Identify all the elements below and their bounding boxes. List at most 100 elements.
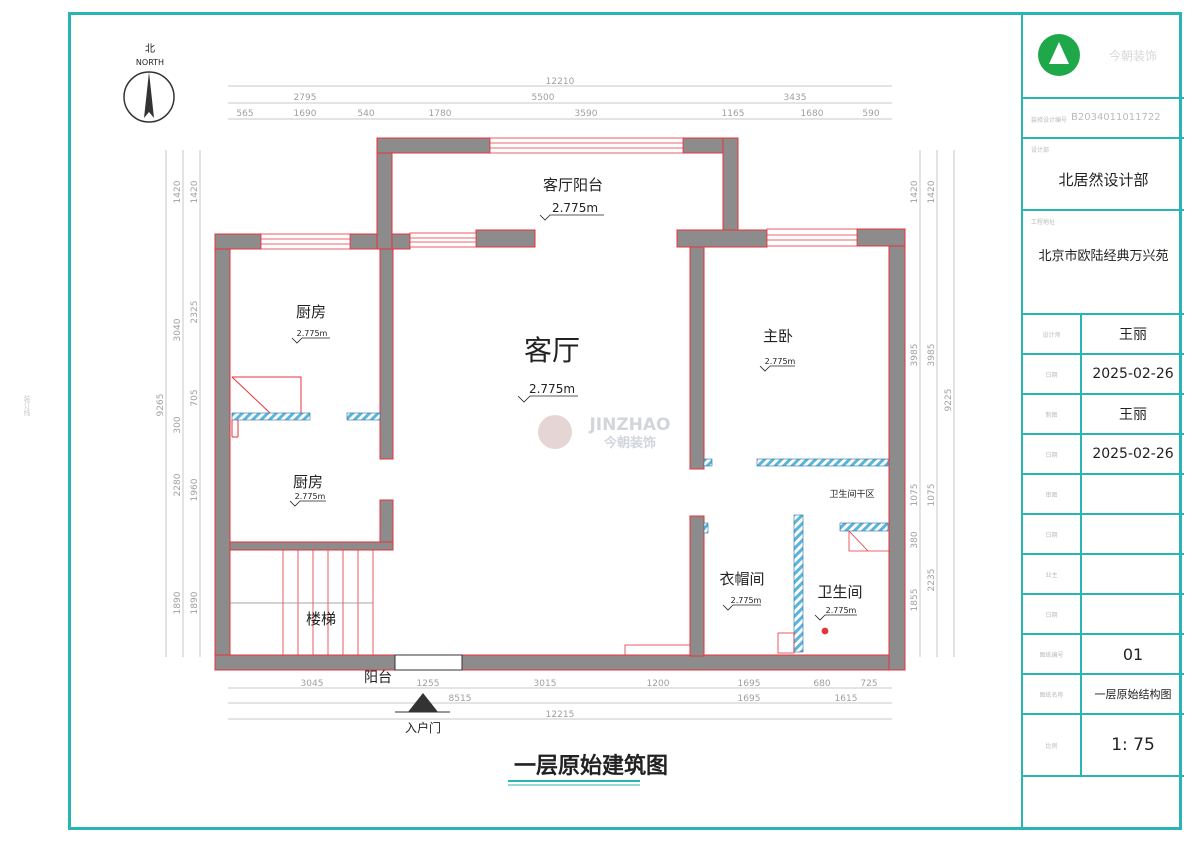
kitchen-counter [231, 376, 302, 438]
dim-left-m3: 705 [190, 389, 200, 406]
tb-row-label: 日期 [1023, 595, 1082, 633]
dim-top-total: 12210 [546, 77, 575, 87]
dimension-lines [165, 85, 955, 720]
dim-left-i3: 300 [173, 416, 183, 433]
elev-kitchen-upper: 2.775m [297, 329, 328, 338]
watermark-en: JINZHAO [588, 415, 670, 435]
dim-top-d6: 1165 [722, 109, 745, 119]
dim-right-m3: 1075 [927, 484, 937, 507]
stairs-lines [230, 550, 374, 655]
tb-row-label: 日期 [1023, 435, 1082, 473]
room-labels: 客厅阳台 厨房 厨房 客厅 主卧 楼梯 阳台 卫生间干区 衣帽间 卫生间 [293, 176, 875, 686]
drawing-frame [68, 12, 1182, 830]
tb-row-label: 日期 [1023, 515, 1082, 553]
tb-row-value: 王丽 [1119, 327, 1147, 343]
dim-bot-d2: 1255 [417, 679, 440, 689]
walls [214, 137, 906, 671]
dim-right-m1: 1420 [927, 180, 937, 203]
elevation-marks: 2.775m 2.775m 2.775m 2.775m 2.775m 2.775… [289, 201, 857, 621]
dim-left-m5: 1890 [190, 591, 200, 614]
tb-row-label: 日期 [1023, 355, 1082, 393]
room-balcony: 阳台 [364, 670, 392, 686]
top-dimensions: 12210 2795 5500 3435 565 1690 540 1780 3… [236, 77, 879, 119]
dim-bot-d3: 3015 [534, 679, 557, 689]
dim-bot-d7: 725 [860, 679, 877, 689]
dim-bot-d5: 1695 [738, 679, 761, 689]
elev-master: 2.775m [765, 357, 796, 366]
elev-bathroom: 2.775m [826, 606, 857, 615]
dim-bot-mid-1: 8515 [449, 694, 472, 704]
tb-row-value: 2025-02-26 [1092, 446, 1174, 462]
dim-top-d3: 540 [357, 109, 374, 119]
tb-row-value [1082, 475, 1184, 513]
dim-left-i2: 3040 [173, 318, 183, 341]
dim-bot-d1: 3045 [301, 679, 324, 689]
watermark-cn: 今朝装饰 [603, 435, 656, 451]
title-block: 今朝装饰 装修设计编号 B2034011011722 设计部 北居然设计部 工程… [1021, 12, 1184, 830]
tb-cert-row: 装修设计编号 B2034011011722 [1023, 99, 1184, 139]
room-wc-dry: 卫生间干区 [829, 488, 874, 500]
tb-row-value: 1: 75 [1111, 735, 1155, 755]
room-master: 主卧 [763, 327, 793, 345]
elev-closet: 2.775m [731, 596, 762, 605]
tb-dept-row: 设计部 北居然设计部 [1023, 139, 1184, 211]
dim-bot-total: 12215 [546, 710, 575, 720]
tb-row-value [1082, 595, 1184, 633]
tb-row: 审图 [1023, 475, 1184, 515]
jinzhao-watermark: JINZHAO 今朝装饰 [538, 415, 671, 451]
entry-arrow-icon: 入户门 [395, 693, 450, 735]
dim-top-d8: 590 [862, 109, 879, 119]
dim-top-mid-2: 5500 [532, 93, 555, 103]
tb-row: 业主 [1023, 555, 1184, 595]
tb-row: 制图王丽 [1023, 395, 1184, 435]
addr-value: 北京市欧陆经典万兴苑 [1038, 249, 1169, 264]
dim-left-i4: 2280 [173, 473, 183, 496]
cert-label: 装修设计编号 [1031, 117, 1068, 124]
tb-row-label: 制图 [1023, 395, 1082, 433]
dim-top-d5: 3590 [575, 109, 598, 119]
room-living: 客厅 [524, 334, 580, 367]
dim-left-i5: 1890 [173, 591, 183, 614]
cert-value: B2034011011722 [1071, 112, 1161, 123]
tb-row-value: 一层原始结构图 [1094, 688, 1172, 701]
room-bathroom: 卫生间 [817, 583, 862, 601]
bathroom-fixtures [624, 530, 889, 656]
tb-row-label: 比例 [1023, 715, 1082, 775]
left-dimensions: 1420 3040 300 2280 1890 1420 2325 705 19… [156, 180, 200, 614]
dim-right-i2: 3985 [910, 344, 920, 367]
dim-right-i3: 1075 [910, 484, 920, 507]
tb-addr-row: 工程地址 北京市欧陆经典万兴苑 [1023, 211, 1184, 315]
dim-right-m4: 2235 [927, 569, 937, 592]
room-closet: 衣帽间 [719, 570, 764, 588]
dim-bot-mid-3: 1615 [835, 694, 858, 704]
entry-label: 入户门 [405, 720, 441, 735]
tb-row-value: 2025-02-26 [1092, 366, 1174, 382]
dim-left-m4: 1960 [190, 478, 200, 501]
windows [260, 137, 858, 671]
elev-living: 2.775m [529, 382, 575, 396]
tb-row-label: 设计师 [1023, 315, 1082, 353]
dim-bot-d6: 680 [813, 679, 830, 689]
room-stairs: 楼梯 [306, 610, 336, 628]
dim-right-i5: 1855 [910, 589, 920, 612]
tb-row: 日期 2025-02-26 [1023, 435, 1184, 475]
dim-top-d1: 565 [236, 109, 253, 119]
tb-row-label: 图纸编号 [1023, 635, 1082, 673]
dim-left-m1: 1420 [190, 180, 200, 203]
tb-row-label: 审图 [1023, 475, 1082, 513]
dim-top-d4: 1780 [429, 109, 452, 119]
drawing-title: 一层原始建筑图 [514, 753, 668, 779]
tb-row-label: 图纸名称 [1023, 675, 1082, 713]
elev-balcony-living: 2.775m [552, 201, 598, 215]
right-dimensions: 1420 3985 1075 380 1855 1420 3985 1075 2… [910, 180, 954, 611]
dim-left-i1: 1420 [173, 180, 183, 203]
dim-right-i1: 1420 [910, 180, 920, 203]
north-compass-icon: 北 NORTH [123, 43, 175, 123]
dim-right-total: 9225 [944, 389, 954, 412]
tb-row: 日期 [1023, 515, 1184, 555]
logo-text: 今朝装饰 [1109, 48, 1157, 63]
tb-logo-row: 今朝装饰 [1023, 12, 1184, 99]
room-balcony-living: 客厅阳台 [543, 176, 603, 194]
dept-label: 设计部 [1031, 147, 1050, 154]
